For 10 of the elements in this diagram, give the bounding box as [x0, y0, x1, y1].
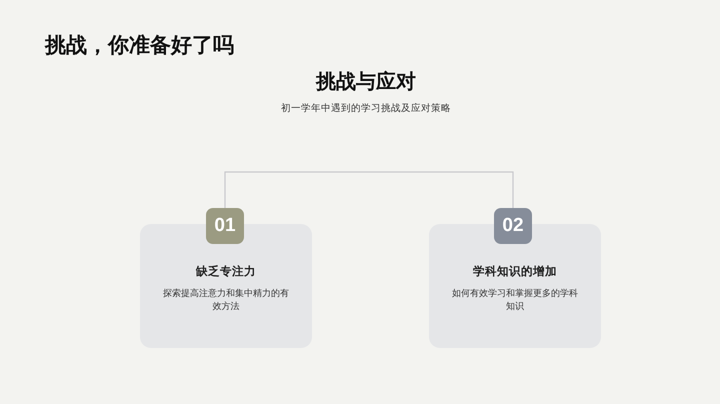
number-badge: 01: [206, 208, 244, 244]
subtitle: 初一学年中遇到的学习挑战及应对策略: [280, 102, 452, 116]
slide-title: 挑战，你准备好了吗: [45, 33, 234, 59]
connector-line: [224, 171, 514, 208]
card-heading: 缺乏专注力: [196, 264, 256, 280]
section-heading: 挑战与应对: [314, 70, 417, 94]
number-badge: 02: [494, 208, 532, 244]
card-heading: 学科知识的增加: [473, 264, 557, 280]
card-description: 探索提高注意力和集中精力的有效方法: [162, 287, 290, 313]
card-description: 如何有效学习和掌握更多的学科知识: [451, 287, 579, 313]
